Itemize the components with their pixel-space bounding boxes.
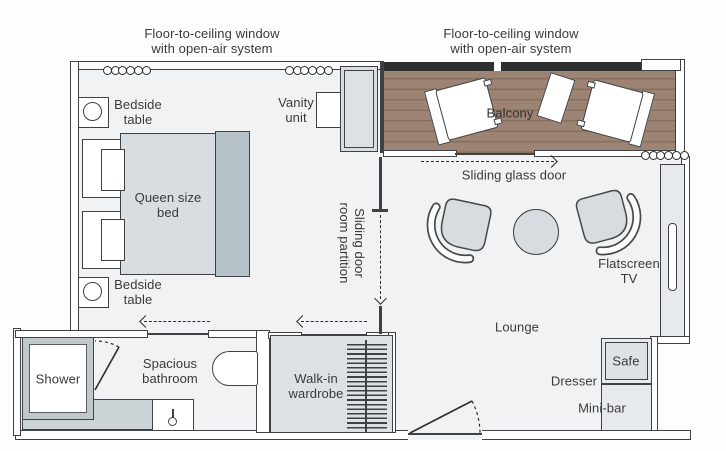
queen-bed-label: Queen size bed <box>134 190 202 220</box>
deck-chair-foot <box>586 80 596 89</box>
curtain-coil-icon <box>103 66 151 75</box>
entry-threshold <box>408 433 482 435</box>
window-label-right: Floor-to-ceiling window with open-air sy… <box>443 26 579 56</box>
dresser-label: Dresser <box>550 373 598 389</box>
coffee-table <box>513 209 559 255</box>
sliding-door-track <box>455 153 535 155</box>
shower-label: Shower <box>35 371 81 387</box>
vanity-stool <box>316 92 341 128</box>
safe-inner <box>605 342 648 380</box>
sliding-arrow <box>421 161 554 162</box>
pillow <box>101 149 125 191</box>
minibar-label: Mini-bar <box>578 400 626 416</box>
bedside-table-label: Bedside table <box>114 97 162 127</box>
faucet-icon <box>172 409 174 418</box>
bedside-table <box>78 277 109 308</box>
queen-bed <box>120 133 217 275</box>
partition-wall <box>379 157 382 211</box>
wall <box>380 61 384 153</box>
sliding-arrow <box>144 321 210 322</box>
entry-doorway <box>408 430 482 440</box>
vanity-desk-top <box>344 70 374 148</box>
curtain-coil-icon <box>641 151 689 160</box>
partition-label: Sliding door room partition <box>337 202 367 284</box>
sliding-arrow <box>301 321 367 322</box>
partition-wall-cap <box>372 209 388 212</box>
drain-icon <box>168 417 177 426</box>
flatscreen-tv <box>668 223 677 291</box>
wall <box>675 59 685 158</box>
bedside-table <box>78 97 109 128</box>
balcony-railing <box>383 62 642 71</box>
bed-foot <box>215 131 250 277</box>
bedside-table-label: Bedside table <box>114 277 162 307</box>
shower-tray <box>29 344 87 413</box>
balcony-label: Balcony <box>486 105 534 121</box>
curtain-coil-icon <box>285 66 333 75</box>
bathroom-label: Spacious bathroom <box>142 356 198 386</box>
deck-chair-foot <box>576 119 586 128</box>
partition-arrow <box>380 215 381 299</box>
safe <box>601 338 652 384</box>
sliding-door-track <box>302 334 368 336</box>
vanity-unit-label: Vanity unit <box>278 95 314 125</box>
wall <box>256 330 270 433</box>
window-label-left: Floor-to-ceiling window with open-air sy… <box>144 26 280 56</box>
railing-gap <box>494 62 501 71</box>
toilet <box>212 351 258 386</box>
flatscreen-tv-label: Flatscreen TV <box>598 256 660 286</box>
lamp-icon <box>83 102 102 121</box>
minibar <box>601 384 652 431</box>
sink <box>152 399 194 431</box>
wardrobe-label: Walk-in wardrobe <box>288 371 344 401</box>
vanity-desk <box>340 66 378 152</box>
safe-label: Safe <box>612 353 640 369</box>
partition-wall <box>379 306 382 334</box>
wall <box>13 328 21 436</box>
lounge-label: Lounge <box>495 319 539 335</box>
wall <box>383 150 457 157</box>
sliding-glass-door-label: Sliding glass door <box>461 167 567 183</box>
pillow <box>101 219 125 261</box>
wall <box>641 59 681 71</box>
sliding-door-track <box>148 333 210 335</box>
lamp-icon <box>83 282 102 301</box>
shower <box>22 337 94 420</box>
hanging-rail-bar <box>365 340 368 433</box>
